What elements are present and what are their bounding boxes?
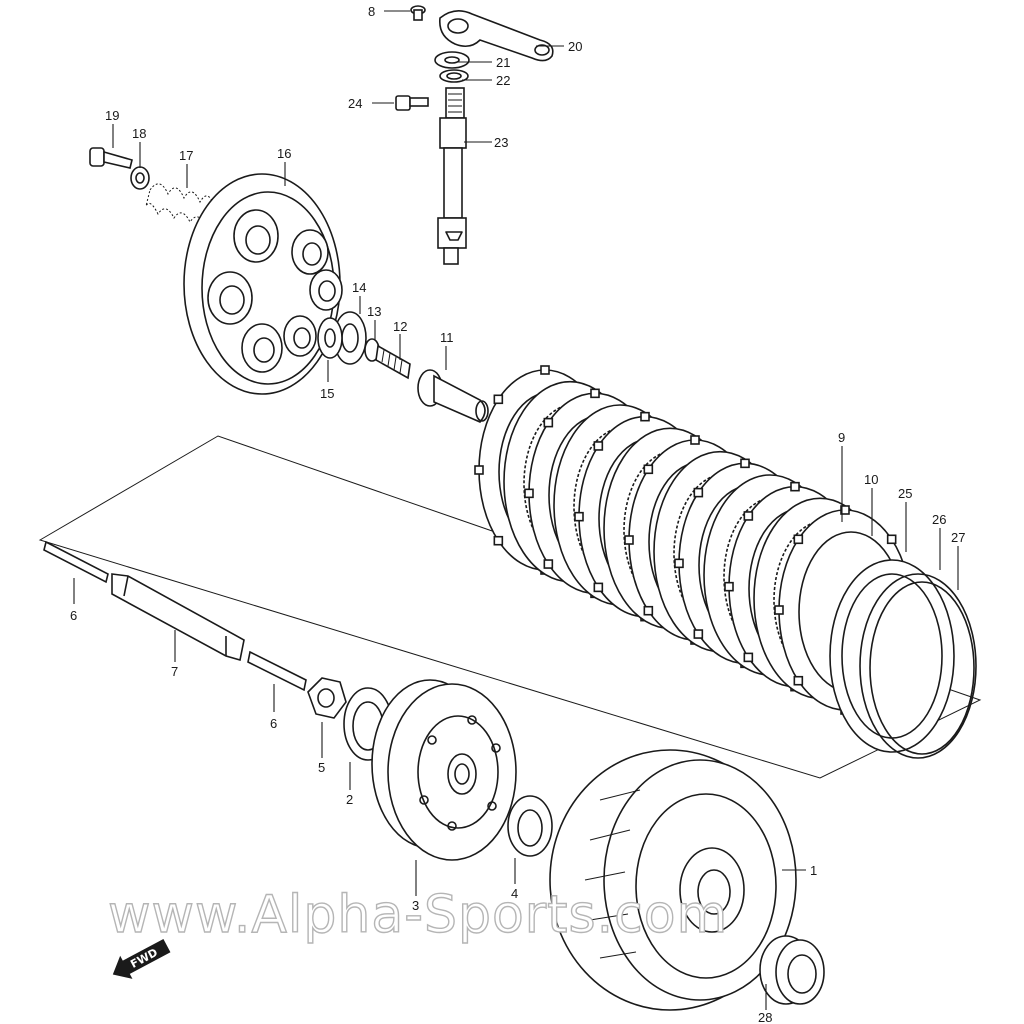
callout-20: 20 xyxy=(568,39,582,54)
callout-10: 10 xyxy=(864,472,878,487)
spring-ring-part-27 xyxy=(859,573,977,759)
callout-25: 25 xyxy=(898,486,912,501)
fwd-arrow-icon xyxy=(112,939,171,979)
callout-13: 13 xyxy=(367,304,381,319)
shaft-part-7 xyxy=(111,573,245,662)
assembly-outline xyxy=(38,435,982,779)
callout-16: 16 xyxy=(277,146,291,161)
pin-part-6-lower xyxy=(247,650,307,692)
screw-part-8 xyxy=(410,5,426,21)
release-lever-part-20 xyxy=(438,10,554,62)
callout-labels: 8 20 21 22 24 23 19 18 17 16 14 13 12 11… xyxy=(70,4,965,1024)
callout-17: 17 xyxy=(179,148,193,163)
callout-28: 28 xyxy=(758,1010,772,1024)
callout-14: 14 xyxy=(352,280,366,295)
callout-27: 27 xyxy=(951,530,965,545)
collar-part-28 xyxy=(759,935,825,1005)
clutch-housing-part-1 xyxy=(549,749,797,1011)
bolt-part-19 xyxy=(89,147,133,169)
callout-1: 1 xyxy=(810,863,817,878)
washer-part-18 xyxy=(130,166,150,190)
callout-5: 5 xyxy=(318,760,325,775)
callout-8: 8 xyxy=(368,4,375,19)
pressure-plate-part-16 xyxy=(183,173,343,395)
pin-part-6-upper xyxy=(43,540,109,584)
washer-part-15 xyxy=(317,317,343,359)
callout-12: 12 xyxy=(393,319,407,334)
oring-part-22 xyxy=(439,69,469,83)
callout-7: 7 xyxy=(171,664,178,679)
callout-11: 11 xyxy=(440,330,454,345)
callout-24: 24 xyxy=(348,96,362,111)
pushrod-piece-part-11 xyxy=(417,369,489,423)
release-shaft-part-23 xyxy=(437,87,467,265)
washer-part-21 xyxy=(434,51,470,69)
leader-lines xyxy=(73,10,959,1010)
callout-26: 26 xyxy=(932,512,946,527)
callout-6-lower: 6 xyxy=(270,716,277,731)
nut-part-5 xyxy=(307,677,347,719)
callout-22: 22 xyxy=(496,73,510,88)
callout-23: 23 xyxy=(494,135,508,150)
clutch-housing-ring-part-26 xyxy=(829,559,955,753)
callout-4: 4 xyxy=(511,886,518,901)
callout-19: 19 xyxy=(105,108,119,123)
callout-21: 21 xyxy=(496,55,510,70)
watermark-text: www.Alpha-Sports.com xyxy=(108,885,728,945)
callout-2: 2 xyxy=(346,792,353,807)
pushrod-part-12 xyxy=(375,344,411,380)
callout-15: 15 xyxy=(320,386,334,401)
thrust-washer-part-4 xyxy=(507,795,553,857)
callout-6-upper: 6 xyxy=(70,608,77,623)
callout-3: 3 xyxy=(412,898,419,913)
callout-9: 9 xyxy=(838,430,845,445)
callout-18: 18 xyxy=(132,126,146,141)
bolt-part-24 xyxy=(395,95,429,111)
clutch-hub-part-3 xyxy=(371,679,517,861)
